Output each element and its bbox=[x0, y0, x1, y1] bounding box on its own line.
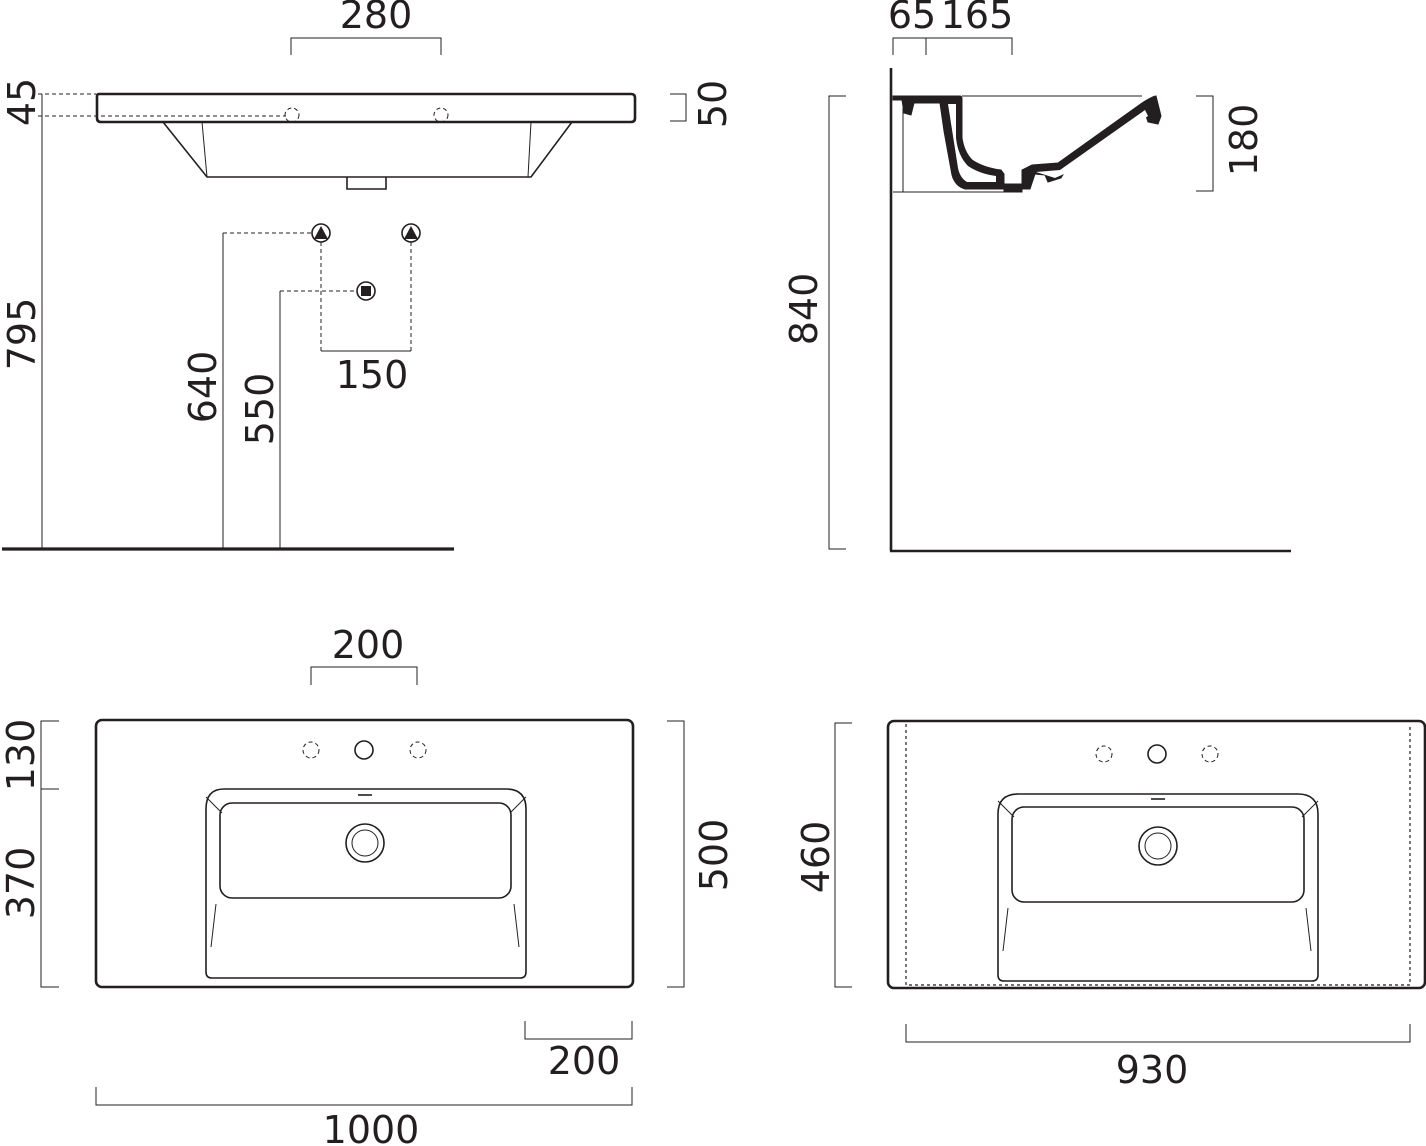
dim-150: 150 bbox=[336, 353, 409, 397]
waste-connection-icon bbox=[356, 281, 376, 301]
dim-50: 50 bbox=[691, 80, 735, 128]
bowl-inner-1000 bbox=[219, 802, 512, 899]
dim-1000: 1000 bbox=[323, 1108, 420, 1146]
dim-370: 370 bbox=[0, 847, 43, 920]
dim-65: 65 bbox=[888, 0, 936, 37]
side-section: 65 165 180 840 bbox=[782, 0, 1291, 553]
basin-body bbox=[162, 121, 573, 178]
bowl-inner-930 bbox=[1011, 806, 1305, 903]
dim-280: 280 bbox=[340, 0, 413, 37]
dim-180: 180 bbox=[1222, 104, 1266, 177]
dim-130: 130 bbox=[0, 719, 43, 792]
tap-hole-center bbox=[354, 740, 374, 760]
basin-section bbox=[892, 95, 1162, 193]
dim-930: 930 bbox=[1116, 1048, 1189, 1092]
dim-840: 840 bbox=[782, 273, 826, 346]
drain-outlet bbox=[346, 177, 387, 190]
dim-500: 500 bbox=[692, 819, 736, 892]
dim-line-280 bbox=[290, 37, 442, 55]
drain-icon-930 bbox=[1138, 826, 1178, 866]
dim-550: 550 bbox=[238, 373, 282, 446]
dim-460: 460 bbox=[794, 821, 838, 894]
cold-supply-icon bbox=[401, 223, 421, 243]
front-elevation: 280 45 50 795 640 550 bbox=[0, 0, 735, 551]
dim-165: 165 bbox=[941, 0, 1014, 37]
hot-supply-icon bbox=[311, 223, 331, 243]
dim-200-top: 200 bbox=[332, 623, 405, 667]
tap-hole-right bbox=[409, 741, 427, 759]
tap-hole-left bbox=[302, 741, 320, 759]
dim-795: 795 bbox=[0, 298, 44, 371]
dim-45: 45 bbox=[0, 78, 44, 126]
tap-hole-right-930 bbox=[1201, 745, 1219, 763]
plan-view-1000: 200 130 370 500 200 1000 bbox=[0, 623, 736, 1146]
basin-outline-1000 bbox=[94, 718, 635, 989]
drain-icon bbox=[345, 823, 385, 863]
basin-slab bbox=[95, 92, 637, 124]
tap-hole-center-930 bbox=[1147, 744, 1167, 764]
bowl-outer-1000 bbox=[205, 788, 527, 979]
tap-hole-left-930 bbox=[1095, 745, 1113, 763]
dim-line-50 bbox=[670, 93, 687, 122]
basin-outline-930 bbox=[886, 719, 1426, 990]
dim-200-bottom: 200 bbox=[548, 1039, 621, 1083]
bowl-outer-930 bbox=[997, 793, 1319, 982]
dim-640: 640 bbox=[181, 351, 225, 424]
plan-view-930: 460 930 bbox=[794, 719, 1426, 1092]
